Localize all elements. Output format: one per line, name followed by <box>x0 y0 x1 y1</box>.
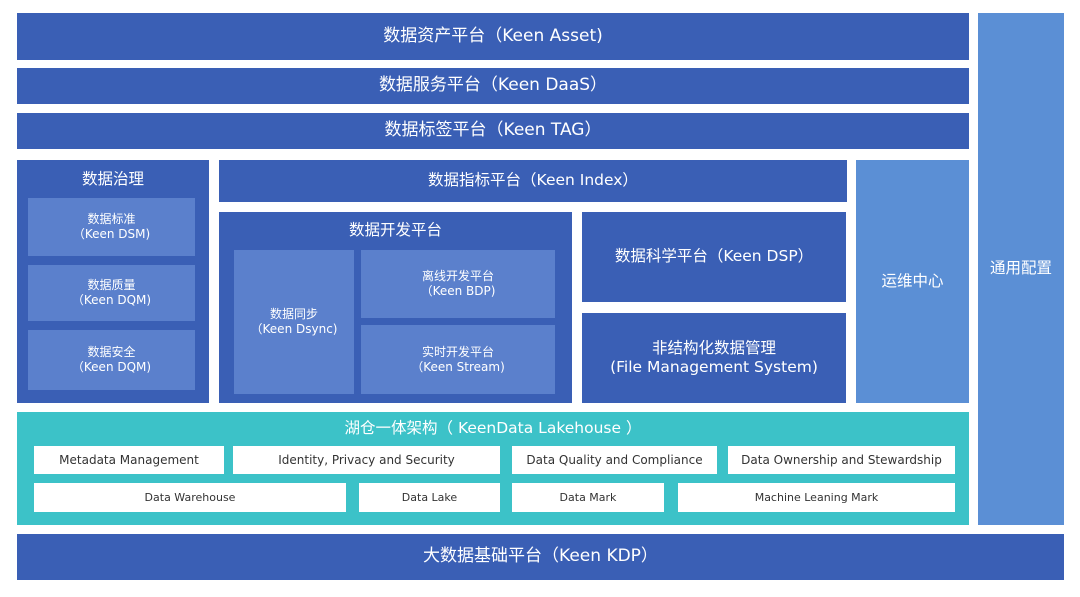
daas-platform-label: 数据服务平台（Keen DaaS） <box>378 75 608 96</box>
ops-center-label: 运维中心 <box>881 271 944 290</box>
lakehouse-tag-warehouse: Data Warehouse <box>34 483 346 512</box>
lakehouse-tag-ownership: Data Ownership and Stewardship <box>728 446 955 474</box>
tag-platform-label: 数据标签平台（Keen TAG） <box>384 120 602 141</box>
lakehouse-tag-label: Machine Leaning Mark <box>754 490 879 504</box>
governance-item-code: （Keen DQM) <box>71 360 152 374</box>
lakehouse-tag-ml-mark: Machine Leaning Mark <box>678 483 955 512</box>
governance-item-code: （Keen DSM) <box>72 227 151 241</box>
daas-platform-bar: 数据服务平台（Keen DaaS） <box>17 68 969 104</box>
general-config-column: 通用配置 <box>978 13 1064 525</box>
dev-platform-panel: 数据开发平台 数据同步 （Keen Dsync) 离线开发平台 （Keen BD… <box>219 212 572 403</box>
asset-platform-bar: 数据资产平台（Keen Asset) <box>17 13 969 60</box>
index-platform-label: 数据指标平台（Keen Index） <box>428 171 638 190</box>
tag-platform-bar: 数据标签平台（Keen TAG） <box>17 113 969 149</box>
lakehouse-title: 湖仓一体架构（ KeenData Lakehouse ） <box>344 419 642 437</box>
fms-label-line2: (File Management System) <box>610 358 818 376</box>
governance-item-quality: 数据质量 （Keen DQM) <box>28 265 195 321</box>
asset-platform-label: 数据资产平台（Keen Asset) <box>383 25 603 46</box>
lakehouse-tag-datamark: Data Mark <box>512 483 664 512</box>
governance-item-name: 数据标准 <box>87 212 136 226</box>
dev-sync-box: 数据同步 （Keen Dsync) <box>234 250 354 394</box>
data-governance-panel: 数据治理 数据标准 （Keen DSM) 数据质量 （Keen DQM) 数据安… <box>17 160 209 403</box>
lakehouse-tag-label: Data Lake <box>401 490 458 504</box>
governance-item-name: 数据安全 <box>87 345 136 359</box>
dev-platform-title: 数据开发平台 <box>348 221 442 239</box>
dev-realtime-code: （Keen Stream) <box>411 359 505 374</box>
dsp-platform-label: 数据科学平台（Keen DSP） <box>614 247 814 266</box>
lakehouse-tag-label: Data Quality and Compliance <box>526 452 703 467</box>
lakehouse-tag-quality: Data Quality and Compliance <box>512 446 717 474</box>
dev-sync-name: 数据同步 <box>269 307 318 321</box>
governance-item-security: 数据安全 （Keen DQM) <box>28 330 195 390</box>
kdp-platform-label: 大数据基础平台（Keen KDP） <box>423 546 658 567</box>
ops-center-box: 运维中心 <box>856 160 969 403</box>
index-platform-bar: 数据指标平台（Keen Index） <box>219 160 847 202</box>
dsp-platform-box: 数据科学平台（Keen DSP） <box>582 212 846 302</box>
dev-offline-box: 离线开发平台 （Keen BDP) <box>361 250 555 318</box>
lakehouse-tag-label: Metadata Management <box>59 452 199 467</box>
dev-realtime-name: 实时开发平台 <box>421 344 494 359</box>
lakehouse-tag-identity: Identity, Privacy and Security <box>233 446 500 474</box>
governance-item-standard: 数据标准 （Keen DSM) <box>28 198 195 256</box>
lakehouse-tag-label: Identity, Privacy and Security <box>278 452 455 467</box>
fms-box: 非结构化数据管理 (File Management System) <box>582 313 846 403</box>
lakehouse-panel: 湖仓一体架构（ KeenData Lakehouse ） Metadata Ma… <box>17 412 969 525</box>
lakehouse-tag-metadata: Metadata Management <box>34 446 224 474</box>
lakehouse-tag-lake: Data Lake <box>359 483 500 512</box>
data-governance-title: 数据治理 <box>81 170 144 188</box>
kdp-platform-bar: 大数据基础平台（Keen KDP） <box>17 534 1064 580</box>
dev-realtime-box: 实时开发平台 （Keen Stream) <box>361 325 555 394</box>
fms-label-line1: 非结构化数据管理 <box>651 338 776 357</box>
governance-item-code: （Keen DQM) <box>71 293 152 307</box>
dev-offline-code: （Keen BDP) <box>420 284 496 298</box>
dev-sync-code: （Keen Dsync) <box>250 322 338 336</box>
lakehouse-tag-label: Data Mark <box>559 490 617 504</box>
general-config-label: 通用配置 <box>989 259 1052 278</box>
dev-offline-name: 离线开发平台 <box>421 269 494 283</box>
lakehouse-tag-label: Data Warehouse <box>144 490 236 504</box>
governance-item-name: 数据质量 <box>87 278 136 292</box>
lakehouse-tag-label: Data Ownership and Stewardship <box>741 452 942 467</box>
